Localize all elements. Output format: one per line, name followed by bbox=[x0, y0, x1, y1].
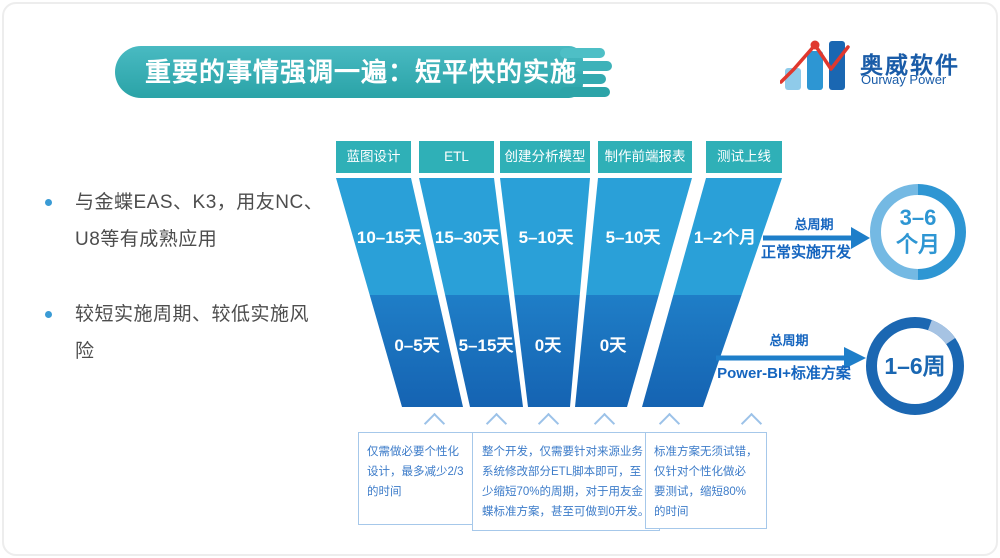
total-value-months-line1: 3–6 bbox=[899, 205, 937, 230]
bullet-item: 较短实施周期、较低实施风 险 bbox=[75, 296, 309, 370]
logo-bar-medium bbox=[807, 51, 823, 90]
banner-squiggle-icon bbox=[560, 87, 610, 97]
duration-standard-2: 5–15天 bbox=[458, 336, 514, 355]
note-line: 的时间 bbox=[367, 486, 402, 498]
note-box-1: 仅需做必要个性化 设计，最多减少2/3 的时间 bbox=[358, 432, 483, 525]
banner-squiggle-icon bbox=[560, 74, 606, 84]
banner-squiggle-icon bbox=[560, 48, 605, 58]
bullet-line: 较短实施周期、较低实施风 bbox=[75, 304, 310, 325]
note-line: 要测试，缩短80% bbox=[654, 486, 747, 498]
note-line: 仅需做必要个性化 bbox=[367, 446, 459, 458]
duration-standard-4: 0天 bbox=[599, 336, 627, 355]
bullet-dot-icon bbox=[45, 199, 52, 206]
stage-header-1: 蓝图设计 bbox=[336, 141, 411, 173]
duration-normal-3: 5–10天 bbox=[518, 228, 574, 247]
duration-standard-1: 0–5天 bbox=[394, 336, 440, 355]
logo-icon bbox=[780, 40, 850, 90]
logo-subtitle: Ourway Power bbox=[861, 72, 947, 87]
total-caption-normal: 总周期 bbox=[794, 217, 834, 232]
note-line: 系统修改部分ETL脚本即可，至 bbox=[482, 466, 642, 478]
bullet-line: 与金蝶EAS、K3，用友NC、 bbox=[75, 192, 324, 213]
total-plan-normal: 正常实施开发 bbox=[760, 244, 851, 261]
note-box-3: 标准方案无须试错， 仅针对个性化做必 要测试，缩短80% 的时间 bbox=[645, 432, 767, 529]
stage-header-5: 测试上线 bbox=[706, 141, 782, 173]
bullet-line: 险 bbox=[75, 341, 95, 362]
note-line: 仅针对个性化做必 bbox=[654, 466, 746, 478]
logo-name: 奥威软件 bbox=[860, 52, 960, 78]
total-value-months-line2: 个月 bbox=[895, 232, 940, 257]
total-value-months: 3–6 个月 bbox=[868, 204, 968, 258]
duration-normal-2: 15–30天 bbox=[434, 228, 500, 247]
total-plan-standard: Power-BI+标准方案 bbox=[717, 365, 851, 382]
note-line: 少缩短70%的周期，对于用友金 bbox=[482, 486, 644, 498]
bullet-line: U8等有成熟应用 bbox=[75, 229, 218, 250]
note-box-2: 整个开发，仅需要针对来源业务 系统修改部分ETL脚本即可，至 少缩短70%的周期… bbox=[472, 432, 660, 531]
stage-header-2: ETL bbox=[419, 141, 494, 173]
note-line: 蝶标准方案，甚至可做到0开发。 bbox=[482, 506, 650, 518]
total-value-weeks: 1–6周 bbox=[884, 353, 946, 379]
duration-normal-5: 1–2个月 bbox=[693, 228, 757, 247]
note-line: 设计，最多减少2/3 bbox=[367, 466, 464, 478]
total-caption-standard: 总周期 bbox=[769, 333, 809, 348]
banner-squiggle-icon bbox=[560, 61, 612, 71]
duration-standard-3: 0天 bbox=[534, 336, 562, 355]
bullet-dot-icon bbox=[45, 311, 52, 318]
logo-dot bbox=[810, 40, 820, 50]
stage-header-3: 创建分析模型 bbox=[500, 141, 590, 173]
stage-header-4: 制作前端报表 bbox=[598, 141, 692, 173]
duration-normal-1: 10–15天 bbox=[356, 228, 422, 247]
note-line: 标准方案无须试错， bbox=[654, 446, 758, 458]
note-line: 的时间 bbox=[654, 506, 689, 518]
logo-bar-dark bbox=[829, 41, 845, 90]
note-line: 整个开发，仅需要针对来源业务 bbox=[482, 446, 643, 458]
page-title: 重要的事情强调一遍：短平快的实施 bbox=[145, 57, 578, 87]
bullet-item: 与金蝶EAS、K3，用友NC、 U8等有成熟应用 bbox=[75, 184, 323, 258]
duration-normal-4: 5–10天 bbox=[605, 228, 661, 247]
title-banner bbox=[115, 46, 583, 98]
